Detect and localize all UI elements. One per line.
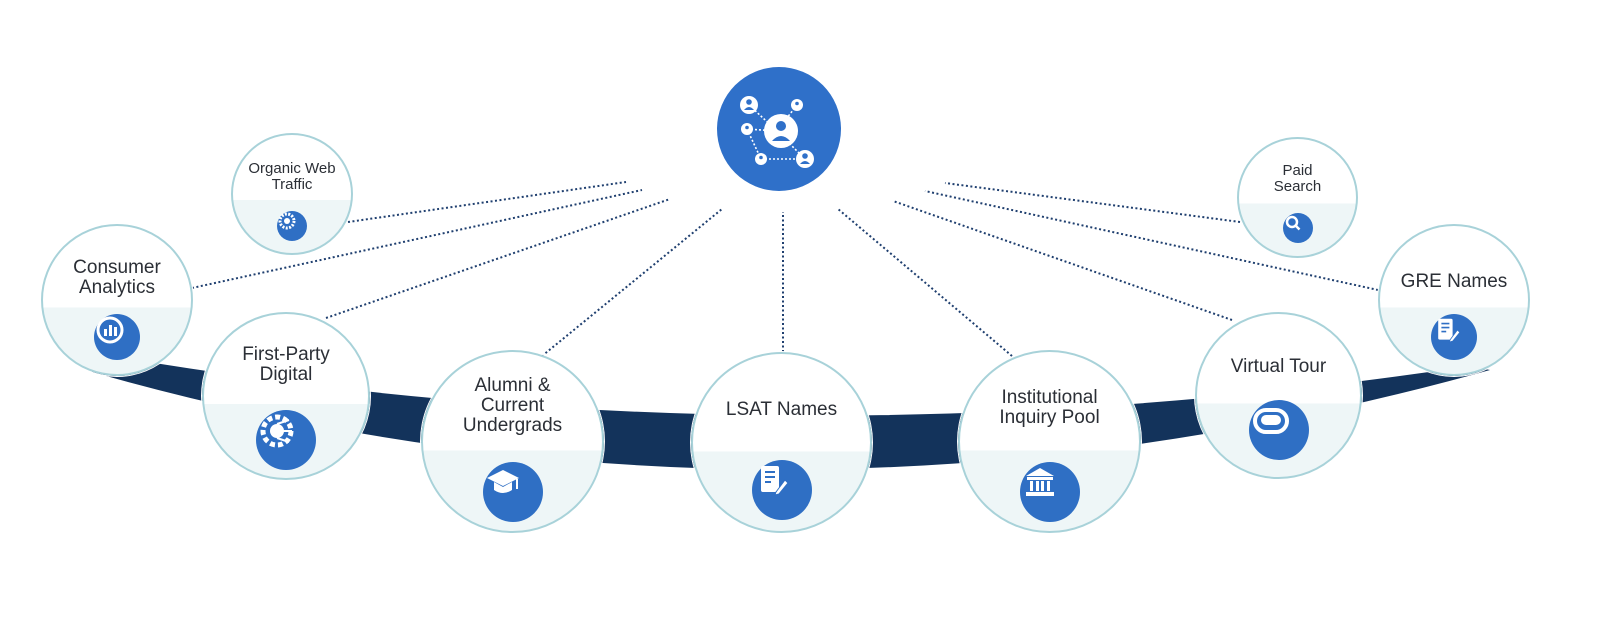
dotted-connector-line <box>837 208 1013 357</box>
label-line: Virtual Tour <box>1230 356 1327 377</box>
label-line: Undergrads <box>462 414 563 436</box>
dotted-connector-line <box>347 181 627 223</box>
node-first-party-digital: First-Party Digital <box>202 312 370 480</box>
network-of-people-icon <box>740 96 814 168</box>
dotted-connector-line <box>191 189 643 289</box>
node-label: Organic Web Traffic <box>233 161 351 193</box>
digital-circuit-gear-icon <box>256 410 316 470</box>
label-line: Institutional <box>1001 387 1098 408</box>
document-edit-icon <box>751 460 812 520</box>
label-line: LSAT Names <box>725 399 838 420</box>
node-label: Virtual Tour <box>1197 357 1360 377</box>
label-line: Inquiry Pool <box>999 406 1100 428</box>
dotted-connectors <box>191 181 1379 357</box>
node-consumer-analytics: Consumer Analytics <box>41 224 193 376</box>
vr-headset-icon <box>1248 400 1309 460</box>
node-organic-web-traffic: Organic Web Traffic <box>231 133 353 255</box>
web-gear-icon <box>277 211 307 241</box>
node-label: Paid Search <box>1239 163 1356 195</box>
node-lsat-names: LSAT Names <box>691 352 872 533</box>
label-line: Search <box>1273 177 1322 195</box>
institution-building-icon <box>1019 462 1080 522</box>
dotted-connector-line <box>325 198 671 319</box>
analytics-chart-icon <box>94 314 140 360</box>
dotted-connector-line <box>541 208 723 357</box>
node-label: First-Party Digital <box>204 345 368 385</box>
label-line: First-Party <box>242 344 330 365</box>
node-alumni-current-undergrads: Alumni & Current Undergrads <box>421 350 604 533</box>
node-label: LSAT Names <box>693 400 870 420</box>
node-label: Alumni & Current Undergrads <box>423 376 602 436</box>
label-line: Current <box>480 394 545 416</box>
label-line: Alumni & <box>474 375 551 396</box>
search-magnifier-icon <box>1282 213 1313 243</box>
hub-node <box>717 67 841 191</box>
label-line: Paid <box>1282 162 1313 179</box>
node-paid-search: Paid Search <box>1237 137 1358 258</box>
node-gre-names: GRE Names <box>1378 224 1530 376</box>
node-institutional-inquiry-pool: Institutional Inquiry Pool <box>958 350 1141 533</box>
label-line: Organic Web <box>248 160 336 177</box>
dotted-connector-line <box>924 190 1379 291</box>
label-line: Traffic <box>271 175 313 193</box>
label-line: Digital <box>259 363 313 385</box>
node-label: GRE Names <box>1380 272 1528 292</box>
node-label: Institutional Inquiry Pool <box>960 388 1139 428</box>
label-line: GRE Names <box>1400 271 1508 292</box>
node-virtual-tour: Virtual Tour <box>1195 312 1362 479</box>
label-line: Analytics <box>78 276 156 298</box>
dotted-connector-line <box>944 182 1241 223</box>
label-line: Consumer <box>73 257 161 278</box>
graduation-cap-icon <box>482 462 543 522</box>
document-edit-icon <box>1431 314 1477 360</box>
dotted-connector-line <box>892 200 1233 321</box>
node-label: Consumer Analytics <box>43 258 191 298</box>
